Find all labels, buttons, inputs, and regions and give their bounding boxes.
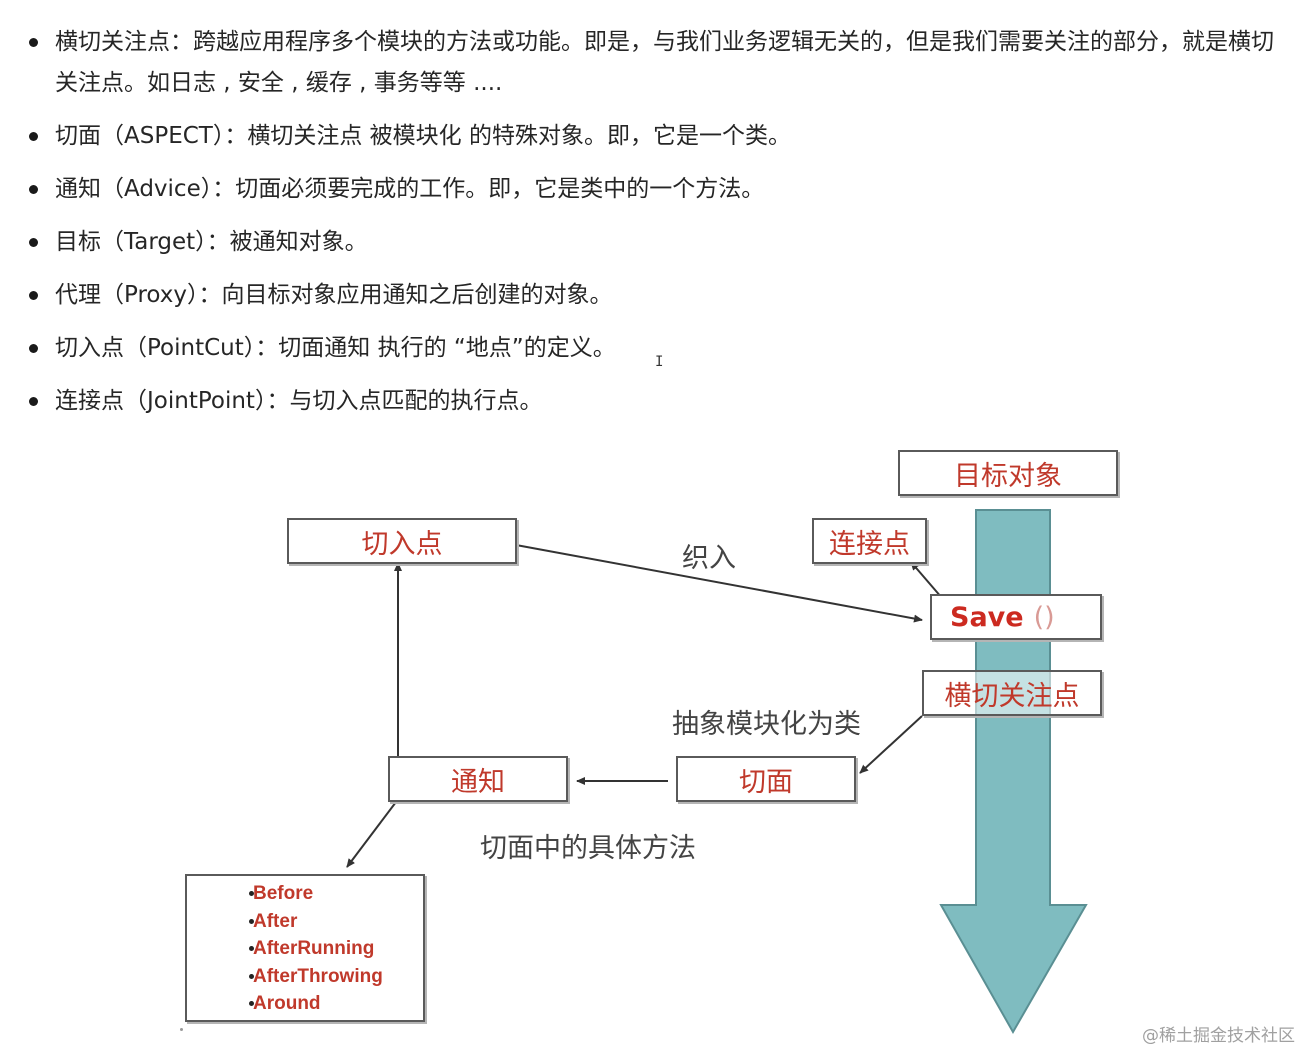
- save-method-box: Save (): [930, 594, 1102, 640]
- joinpoint-arrow-icon: [910, 561, 943, 599]
- abstract-to-class-label: 抽象模块化为类: [672, 709, 861, 740]
- list-item: 代理（Proxy）：向目标对象应用通知之后创建的对象。: [22, 275, 1284, 316]
- save-method-parens: (): [1033, 601, 1055, 633]
- list-item: 目标（Target）：被通知对象。: [22, 222, 1284, 263]
- save-method-label: Save: [950, 601, 1024, 633]
- flow-down-arrow-icon: [939, 509, 1088, 1035]
- list-item: AfterThrowing: [249, 963, 423, 991]
- target-object-box: 目标对象: [898, 450, 1118, 496]
- advice-types-box: Before After AfterRunning AfterThrowing …: [185, 874, 425, 1022]
- list-item: After: [249, 908, 423, 936]
- list-item: 横切关注点：跨越应用程序多个模块的方法或功能。即是，与我们业务逻辑无关的，但是我…: [22, 22, 1284, 104]
- concept-list: 横切关注点：跨越应用程序多个模块的方法或功能。即是，与我们业务逻辑无关的，但是我…: [22, 22, 1284, 434]
- aop-diagram: 目标对象 切入点 连接点 织入 Save () 横切关注点 抽象模块化为类 通知…: [170, 440, 1130, 1040]
- joinpoint-box: 连接点: [812, 518, 927, 564]
- list-item: Around: [249, 990, 423, 1018]
- list-item: Before: [249, 880, 423, 908]
- list-item: 切面（ASPECT）：横切关注点 被模块化 的特殊对象。即，它是一个类。: [22, 116, 1284, 157]
- method-in-aspect-label: 切面中的具体方法: [480, 833, 696, 864]
- cross-cutting-box: 横切关注点: [922, 670, 1102, 716]
- list-item: 连接点（JointPoint）：与切入点匹配的执行点。: [22, 381, 1284, 422]
- weave-arrow-icon: [515, 544, 923, 623]
- weave-label: 织入: [682, 543, 736, 574]
- watermark: @稀土掘金技术社区: [1142, 1026, 1295, 1046]
- diagram-connectors: [346, 509, 1088, 1035]
- pointcut-box: 切入点: [287, 518, 517, 564]
- list-item: 通知（Advice）：切面必须要完成的工作。即，它是类中的一个方法。: [22, 169, 1284, 210]
- crosscut-to-aspect-arrow-icon: [859, 715, 923, 774]
- advice-to-list-arrow-icon: [346, 801, 397, 868]
- aspect-box: 切面: [676, 756, 856, 802]
- stray-dot: [180, 1028, 183, 1031]
- list-item: AfterRunning: [249, 935, 423, 963]
- advice-box: 通知: [388, 756, 568, 802]
- text-cursor-icon: I: [655, 354, 664, 370]
- list-item: 切入点（PointCut）：切面通知 执行的 “地点”的定义。: [22, 328, 1284, 369]
